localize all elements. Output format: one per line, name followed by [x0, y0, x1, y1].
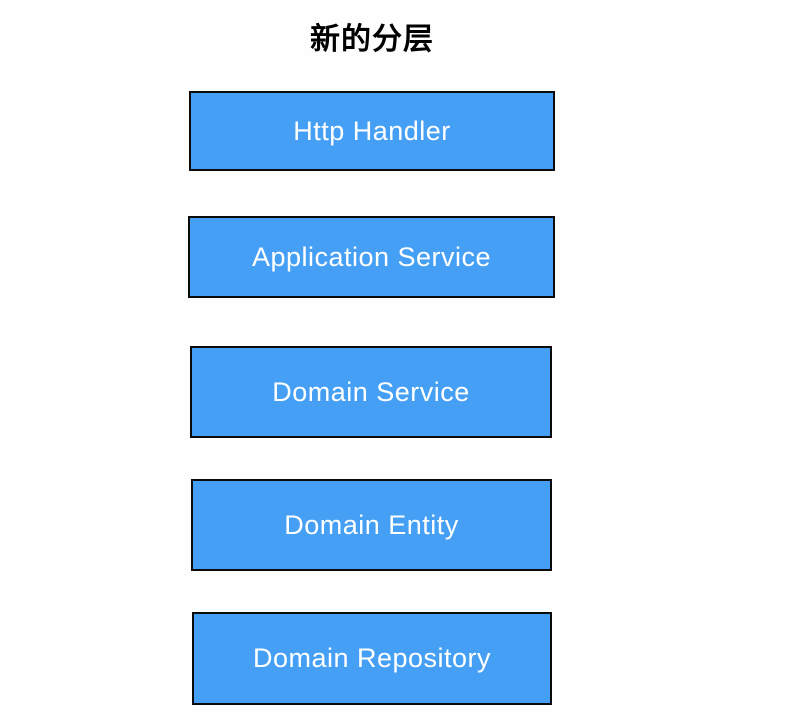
layer-box-http-handler: Http Handler: [189, 91, 555, 171]
layer-box-application-service: Application Service: [188, 216, 555, 298]
layer-box-domain-service: Domain Service: [190, 346, 552, 438]
diagram-title: 新的分层: [310, 23, 434, 56]
layer-box-domain-repository: Domain Repository: [192, 612, 552, 705]
layer-box-domain-entity: Domain Entity: [191, 479, 552, 571]
